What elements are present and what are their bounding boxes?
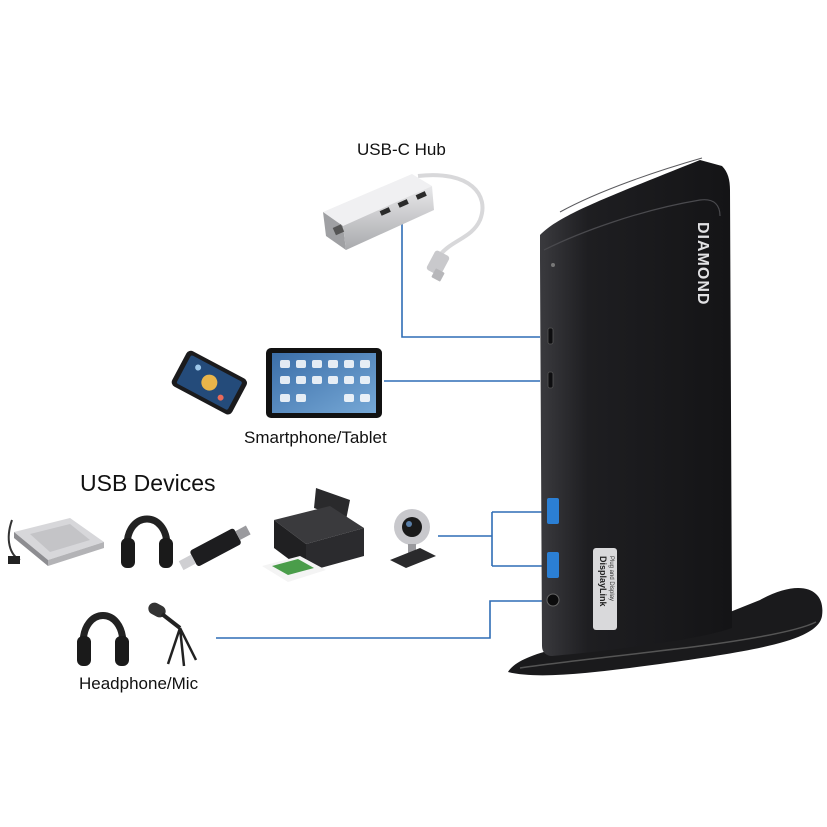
headphones-icon xyxy=(77,612,129,666)
dock-badge-title: DisplayLink xyxy=(598,556,608,608)
smartphone-tablet-label: Smartphone/Tablet xyxy=(244,428,387,447)
usb-c-hub-label: USB-C Hub xyxy=(357,140,446,159)
usb-devices-label: USB Devices xyxy=(80,470,216,496)
dock-brand-logo: DIAMOND xyxy=(694,222,711,305)
printer-icon xyxy=(262,488,364,582)
tablet-icon xyxy=(266,348,382,418)
connector-line-usb-devices xyxy=(438,511,543,567)
smartphone-icon xyxy=(171,350,247,415)
connector-lines xyxy=(216,222,543,639)
usb-c-hub-icon xyxy=(323,173,485,282)
webcam-icon xyxy=(390,509,436,568)
external-drive-icon xyxy=(7,518,104,566)
usb-flash-drive-icon xyxy=(178,525,251,571)
microphone-icon xyxy=(148,602,198,667)
connector-line-hub xyxy=(401,222,540,338)
headphone-mic-label: Headphone/Mic xyxy=(79,674,199,693)
headphones-icon xyxy=(121,515,173,568)
docking-station-icon xyxy=(508,157,823,676)
connector-line-audio xyxy=(216,600,543,639)
dock-badge-subtitle: Plug and Display xyxy=(608,556,614,601)
